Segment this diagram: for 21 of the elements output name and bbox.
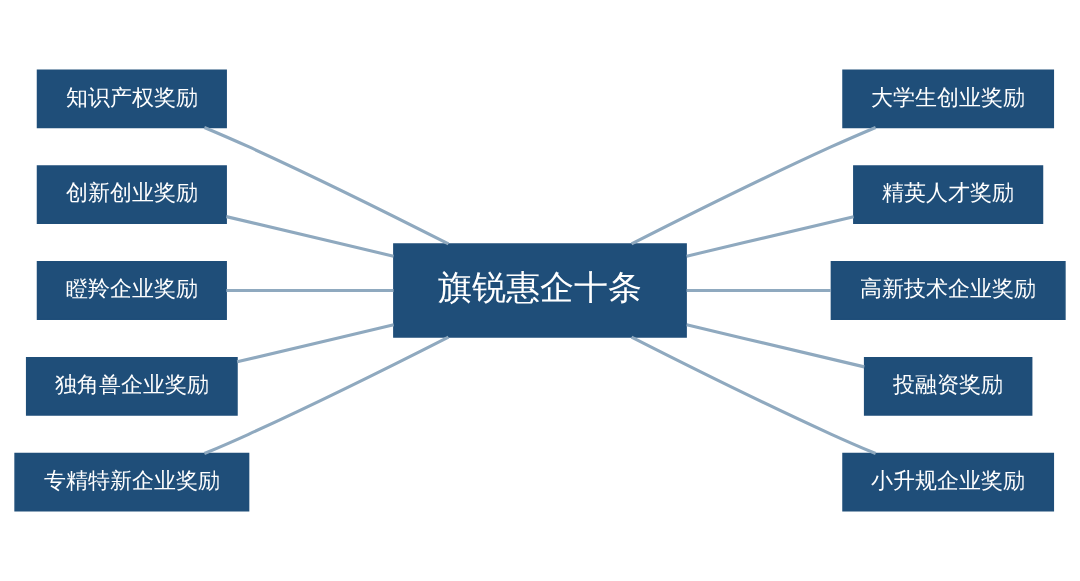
connector — [630, 126, 877, 246]
connector — [236, 323, 395, 364]
connector — [686, 288, 832, 293]
node-box: 投融资奖励 — [863, 356, 1033, 416]
node-box: 瞪羚企业奖励 — [36, 261, 227, 320]
node-box: 专精特新企业奖励 — [14, 452, 250, 512]
connector — [203, 126, 450, 246]
node-box: 小升规企业奖励 — [842, 452, 1055, 512]
connector — [686, 323, 865, 369]
node-box: 大学生创业奖励 — [842, 69, 1055, 129]
node-box: 知识产权奖励 — [36, 69, 227, 129]
node-box: 精英人才奖励 — [853, 165, 1044, 225]
connector — [203, 335, 450, 455]
node-box: 创新创业奖励 — [36, 165, 227, 225]
node-box: 高新技术企业奖励 — [830, 261, 1066, 320]
connector — [630, 335, 877, 455]
node-box: 独角兽企业奖励 — [25, 356, 238, 416]
node-box: 旗锐惠企十条 — [393, 243, 687, 338]
connector — [225, 215, 394, 258]
connector — [226, 288, 394, 293]
connector — [686, 215, 854, 258]
